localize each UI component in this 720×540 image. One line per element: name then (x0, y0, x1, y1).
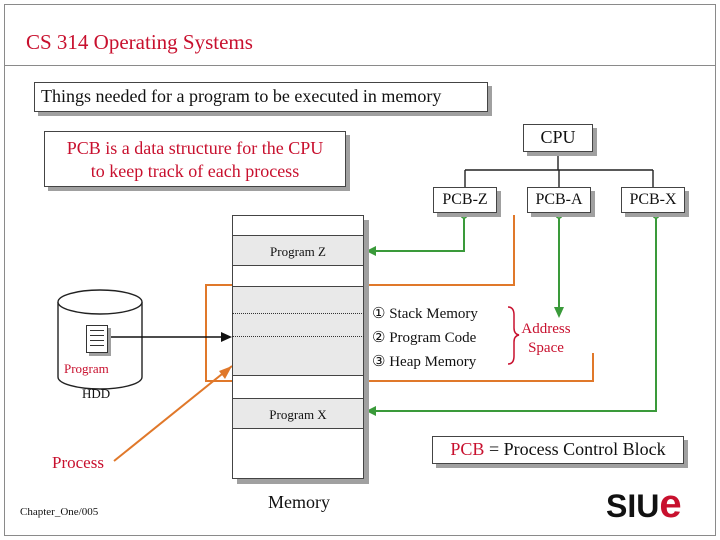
pcb-note-line-1: PCB is a data structure for the CPU (66, 138, 324, 158)
pcb-z-pointer-line (366, 217, 465, 252)
pcb-definition-text: = Process Control Block (484, 439, 666, 459)
slide-code: Chapter_One/005 (20, 506, 99, 518)
slide-heading: Things needed for a program to be execut… (34, 82, 488, 112)
logo-e: e (659, 482, 682, 526)
slide-frame (4, 4, 716, 536)
pcb-definition-abbr: PCB (450, 439, 485, 459)
pcb-a-box: PCB-A (527, 187, 591, 213)
heap-memory-label: ③ Heap Memory (372, 354, 477, 370)
address-space-label: Address Space (517, 320, 575, 358)
memory-program-z: Program Z (232, 235, 364, 266)
pcb-note-line-2: to keep track of each process (90, 161, 300, 181)
arrow-address-space (554, 307, 564, 318)
stack-memory-label: ① Stack Memory (372, 306, 478, 322)
arrow-program-z (366, 246, 376, 256)
pcb-definition-box: PCB = Process Control Block (432, 436, 684, 464)
hdd-label: HDD (82, 386, 111, 401)
memory-process-region (232, 286, 364, 376)
green-arrowheads (366, 246, 564, 416)
program-code-label: ② Program Code (372, 330, 477, 346)
pcb-x-pointer-line (366, 217, 657, 412)
memory-segment-divider (232, 336, 364, 337)
process-label: Process (52, 453, 104, 472)
cpu-box: CPU (523, 124, 593, 152)
process-arrowhead (219, 366, 232, 379)
address-space-line-1: Address (521, 321, 571, 337)
address-space-line-2: Space (528, 340, 564, 356)
pcb-x-box: PCB-X (621, 187, 685, 213)
arrow-program-x (366, 406, 376, 416)
load-arrowhead (221, 332, 232, 342)
program-file-icon (86, 325, 108, 353)
pcb-note-box: PCB is a data structure for the CPU to k… (44, 131, 346, 187)
logo-text: SIU (606, 488, 660, 524)
address-space-outline (205, 215, 594, 382)
process-pointer-line (113, 365, 233, 462)
siue-logo: SIUe (606, 482, 682, 527)
pcb-z-box: PCB-Z (433, 187, 497, 213)
process-parts-list: ① Stack Memory ② Program Code ③ Heap Mem… (372, 302, 478, 374)
memory-label: Memory (268, 492, 330, 512)
memory-program-x: Program X (232, 398, 364, 429)
course-title: CS 314 Operating Systems (26, 30, 253, 54)
hdd-program-label: Program (64, 361, 109, 376)
memory-segment-divider (232, 313, 364, 314)
title-divider (4, 65, 716, 66)
process-brace (507, 306, 520, 365)
